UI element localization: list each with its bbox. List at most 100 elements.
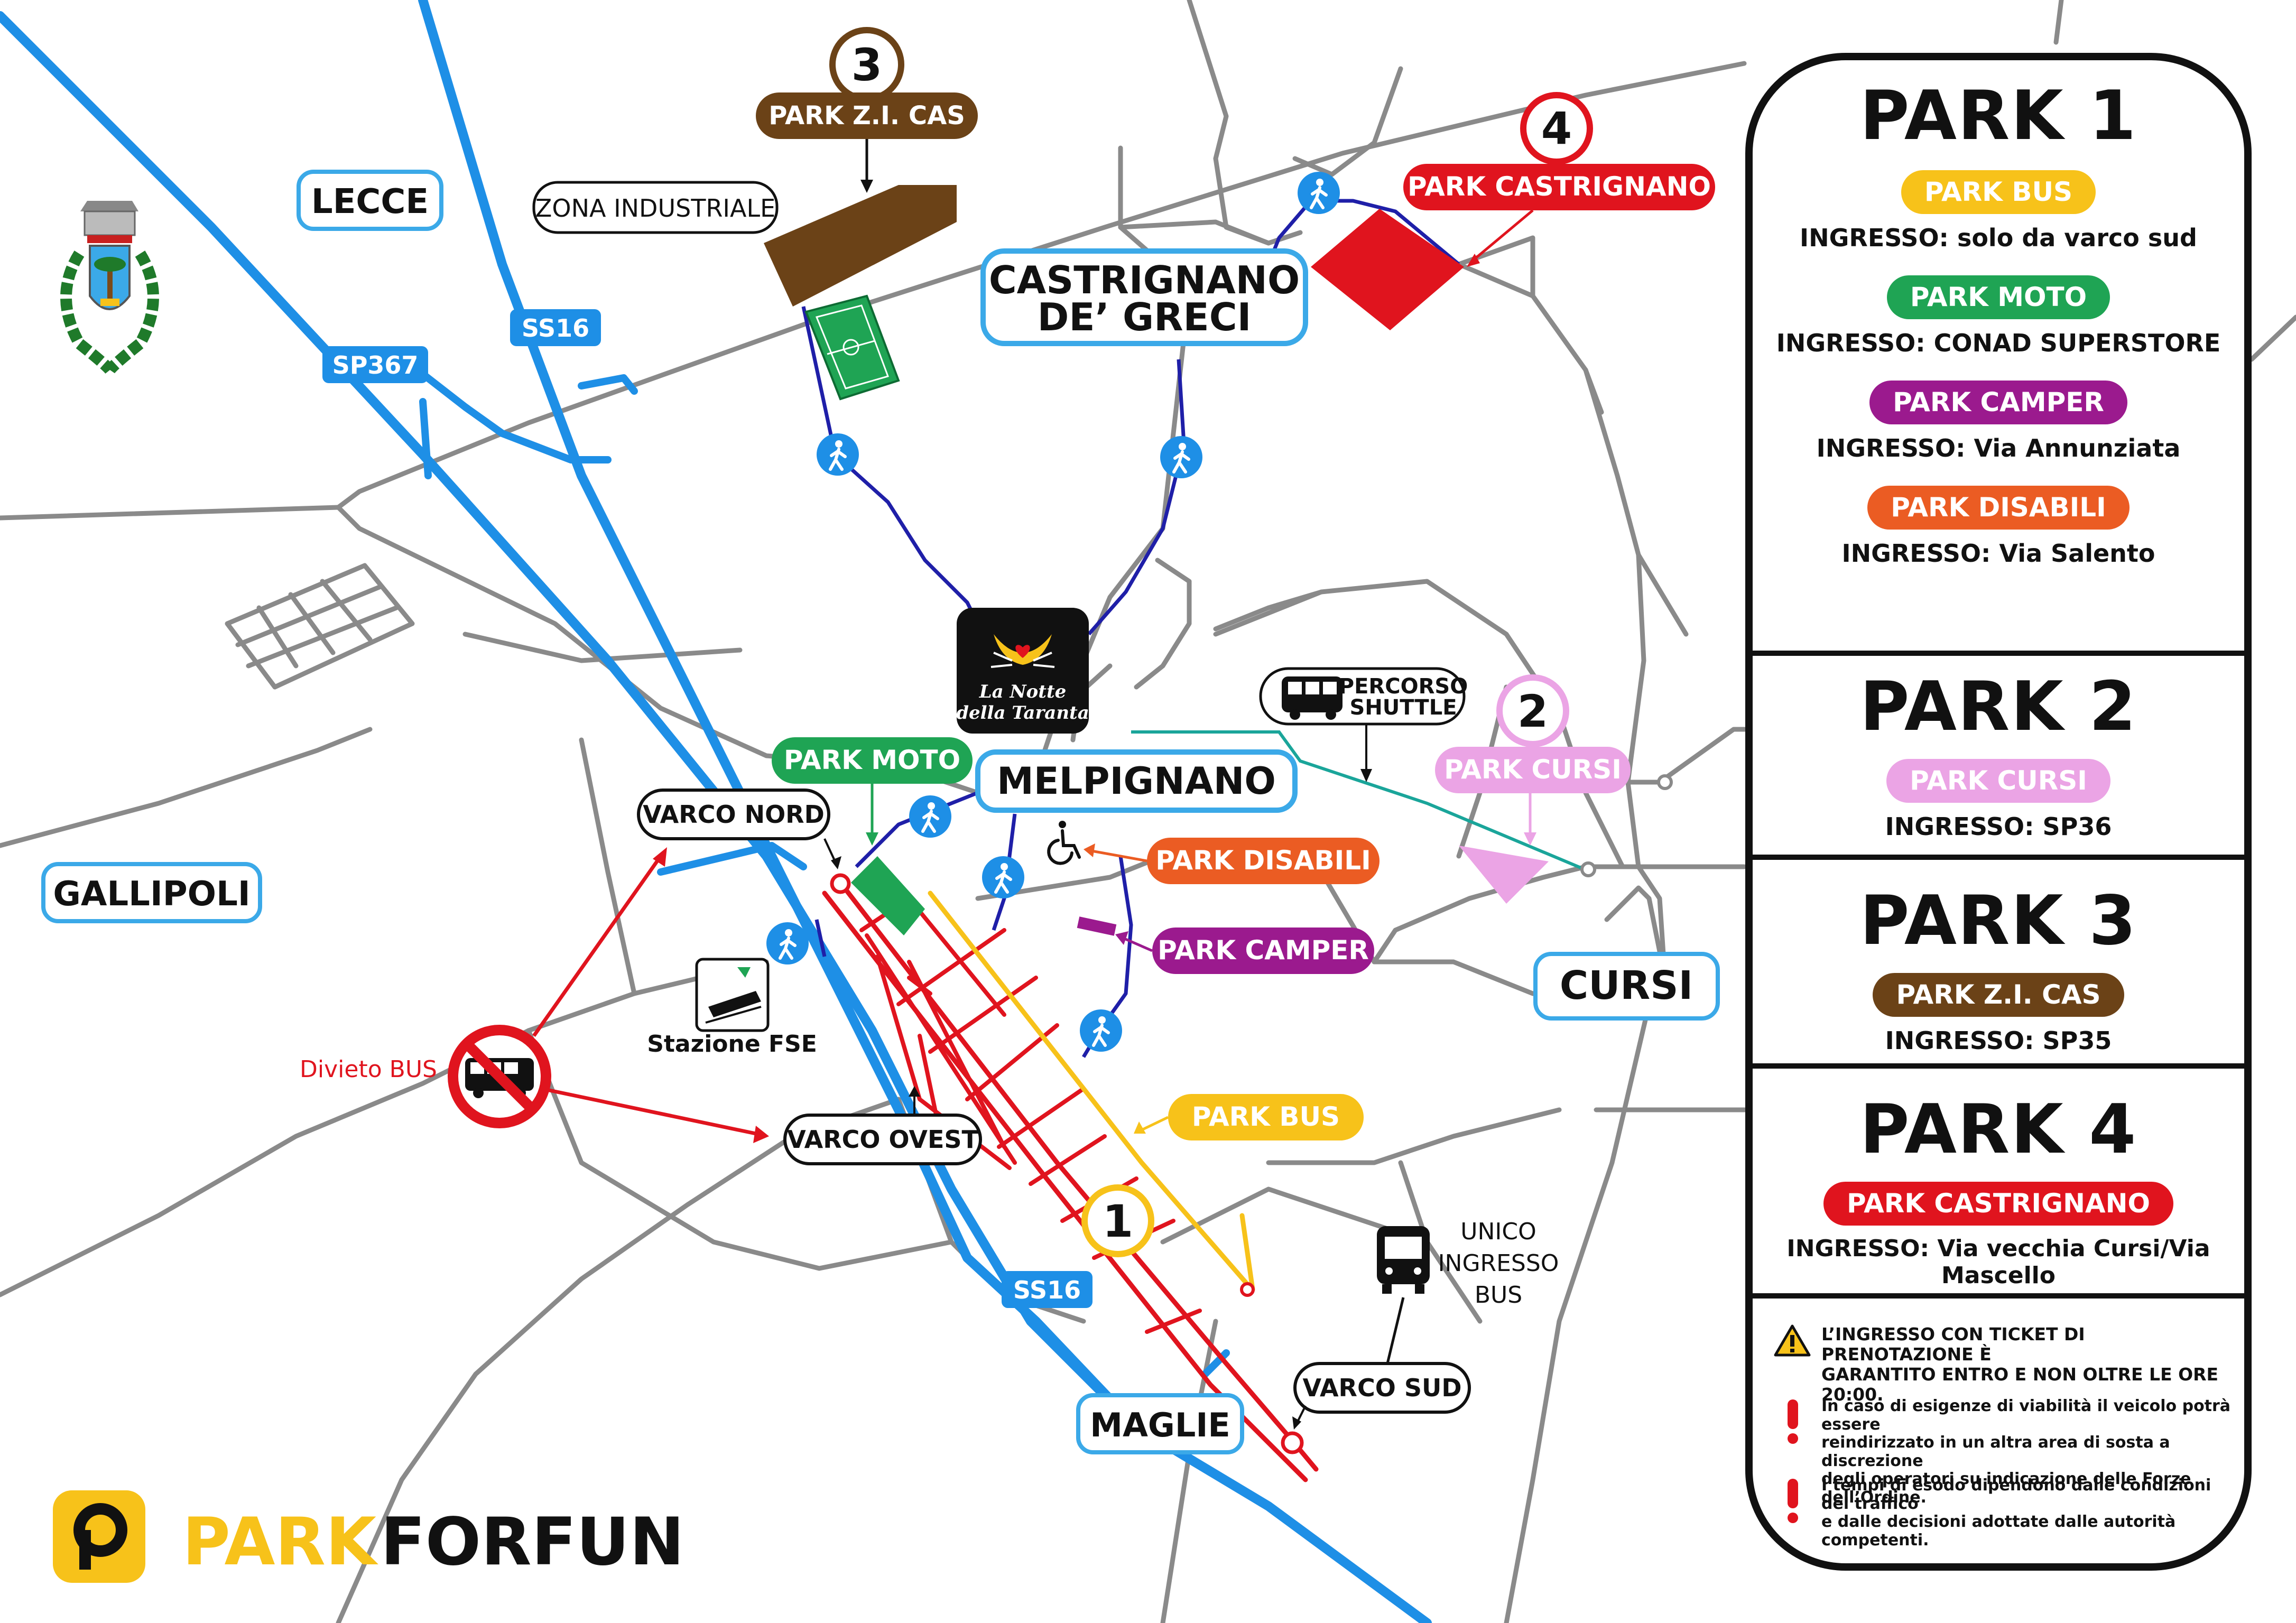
note-esodo-line2: e dalle decisioni adottate dalle autorit… <box>1821 1513 2176 1550</box>
road-label-text: SS16 <box>522 314 589 342</box>
pedestrian-icon <box>766 922 809 964</box>
park-bus-label: PARK BUS <box>1134 1094 1364 1140</box>
note-ticket-line1: L’INGRESSO CON TICKET DI PRENOTAZIONE È <box>1821 1324 2085 1365</box>
svg-text:VARCO NORD: VARCO NORD <box>643 800 825 829</box>
legend-park-moto-pill: PARK MOTO <box>1886 275 2110 319</box>
park1-marker: 1 <box>1081 1184 1154 1257</box>
legend-park-disabili-ingresso: INGRESSO: Via Salento <box>1841 539 2155 568</box>
event-logo-line1: La Notte <box>979 681 1067 702</box>
svg-text:UNICO: UNICO <box>1460 1218 1536 1245</box>
shuttle-route <box>1131 730 1592 874</box>
svg-text:PARK MOTO: PARK MOTO <box>784 745 960 775</box>
brand-logo: PARK FORFUN <box>53 1490 684 1583</box>
junction-circle <box>1580 861 1596 877</box>
svg-text:VARCO SUD: VARCO SUD <box>1302 1374 1461 1402</box>
legend-note-viabilita: In caso di esigenze di viabilità il veic… <box>1753 1397 2244 1506</box>
divieto-bus-label: Divieto BUS <box>300 1056 437 1083</box>
note-viabilita-line2: reindirizzato in un altra area di sosta … <box>1821 1433 2170 1470</box>
road-label-ss16-south: SS16 <box>1002 1271 1093 1308</box>
legend-park3-title: PARK 3 <box>1859 882 2137 960</box>
note-viabilita-line1: In caso di esigenze di viabilità il veic… <box>1821 1397 2231 1434</box>
legend-park-camper-ingresso: INGRESSO: Via Annunziata <box>1816 434 2181 462</box>
legend-park4-title: PARK 4 <box>1859 1090 2137 1169</box>
svg-text:PARK BUS: PARK BUS <box>1192 1101 1340 1132</box>
note-esodo-line1: I tempi di esodo dipendono dalle condizi… <box>1821 1476 2211 1513</box>
road-label-text: SS16 <box>1013 1276 1081 1304</box>
legend-park-castrignano-pill: PARK CASTRIGNANO <box>1823 1182 2173 1226</box>
legend-divider <box>1753 855 2244 860</box>
park3-area <box>764 185 957 307</box>
park-camper-label: PARK CAMPER <box>1115 928 1374 974</box>
town-crest-icon <box>60 201 159 374</box>
station-label: Stazione FSE <box>647 1031 817 1058</box>
exclamation-icon <box>1788 1479 1798 1523</box>
svg-text:3: 3 <box>851 39 882 91</box>
wheelchair-icon <box>1047 821 1081 865</box>
legend-divider <box>1753 1063 2244 1069</box>
road-label-ss16-north: SS16 <box>510 309 601 346</box>
divieto-bus: Divieto BUS <box>300 847 769 1143</box>
town-maglie: MAGLIE <box>1076 1393 1244 1454</box>
svg-text:PERCORSO: PERCORSO <box>1339 674 1468 699</box>
park-label: PARK CASTRIGNANO <box>1408 171 1711 202</box>
legend-park4-ingresso: INGRESSO: Via vecchia Cursi/Via Mascello <box>1786 1235 2210 1289</box>
town-castrignano: CASTRIGNANO DE’ GRECI <box>980 248 1308 346</box>
event-logo-line2: della Taranta <box>956 702 1089 724</box>
note-ticket-line2: GARANTITO ENTRO E NON OLTRE LE ORE 20:00… <box>1821 1364 2219 1405</box>
event-logo: La Notte della Taranta <box>956 608 1089 734</box>
pedestrian-icon <box>1080 1009 1122 1052</box>
legend-park3: PARK 3 PARK Z.I. CAS INGRESSO: SP35 <box>1753 887 2244 1055</box>
shuttle-label: PERCORSO SHUTTLE <box>1259 667 1468 782</box>
note-viabilita-line3: degli operatori su indicazione delle For… <box>1821 1470 2191 1507</box>
svg-text:SHUTTLE: SHUTTLE <box>1349 695 1457 720</box>
train-station-icon <box>695 958 770 1032</box>
town-label-line2: DE’ GRECI <box>1038 295 1252 339</box>
zona-industriale-label: ZONA INDUSTRIALE <box>532 181 779 234</box>
pedestrian-icon <box>909 795 951 838</box>
warning-icon <box>1774 1324 1811 1357</box>
svg-text:INGRESSO: INGRESSO <box>1438 1250 1559 1277</box>
gate-node-sud <box>1281 1431 1304 1454</box>
gate-node-east <box>1240 1282 1255 1297</box>
svg-text:PARK CAMPER: PARK CAMPER <box>1158 935 1369 966</box>
legend-park1-title: PARK 1 <box>1859 77 2137 155</box>
legend-park-camper-pill: PARK CAMPER <box>1869 381 2127 424</box>
legend-park2: PARK 2 PARK CURSI INGRESSO: SP36 <box>1753 673 2244 841</box>
park2-marker: 2 PARK CURSI <box>1435 674 1631 846</box>
bus-entry-label: UNICO INGRESSO BUS <box>1377 1218 1559 1364</box>
town-label-line1: CASTRIGNANO <box>989 258 1300 302</box>
bus-front-icon <box>1377 1226 1430 1294</box>
town-label: MAGLIE <box>1090 1406 1230 1444</box>
town-melpignano: MELPIGNANO <box>975 749 1298 813</box>
exclamation-icon <box>1788 1399 1798 1444</box>
legend-note-ticket: L’INGRESSO CON TICKET DI PRENOTAZIONE È … <box>1753 1324 2244 1404</box>
legend-park-bus-ingresso: INGRESSO: solo da varco sud <box>1800 224 2197 252</box>
legend-note-esodo: I tempi di esodo dipendono dalle condizi… <box>1753 1476 2244 1549</box>
park-label: PARK Z.I. CAS <box>769 101 965 131</box>
legend-park2-title: PARK 2 <box>1859 667 2137 746</box>
town-lecce: LECCE <box>297 170 443 231</box>
pedestrian-icon <box>982 856 1024 898</box>
legend-park-moto-ingresso: INGRESSO: CONAD SUPERSTORE <box>1776 329 2221 357</box>
park-camper-area <box>1077 916 1117 936</box>
pedestrian-icon <box>1298 172 1340 214</box>
pedestrian-icons <box>766 172 1340 1052</box>
town-label: GALLIPOLI <box>53 875 250 914</box>
legend-park2-ingresso: INGRESSO: SP36 <box>1885 812 2112 841</box>
pedestrian-icon <box>1160 436 1202 478</box>
town-gallipoli: GALLIPOLI <box>41 862 262 923</box>
legend-park-zi-cas-pill: PARK Z.I. CAS <box>1873 973 2124 1017</box>
gate-sud-label: VARCO SUD <box>1292 1362 1471 1430</box>
gate-ovest-label: VARCO OVEST <box>783 1086 982 1165</box>
road-label-text: SP367 <box>332 351 419 379</box>
town-label: MELPIGNANO <box>997 759 1276 803</box>
legend-park-bus-pill: PARK BUS <box>1901 170 2096 214</box>
legend-park-disabili-pill: PARK DISABILI <box>1867 486 2130 530</box>
legend-park-cursi-pill: PARK CURSI <box>1886 759 2110 803</box>
legend-park4: PARK 4 PARK CASTRIGNANO INGRESSO: Via ve… <box>1753 1090 2244 1290</box>
town-cursi: CURSI <box>1533 952 1720 1021</box>
park-disabili-label: PARK DISABILI <box>1084 838 1380 884</box>
brand-name-park: PARK <box>182 1504 378 1580</box>
legend-panel: PARK 1 PARK BUS INGRESSO: solo da varco … <box>1745 53 2252 1571</box>
